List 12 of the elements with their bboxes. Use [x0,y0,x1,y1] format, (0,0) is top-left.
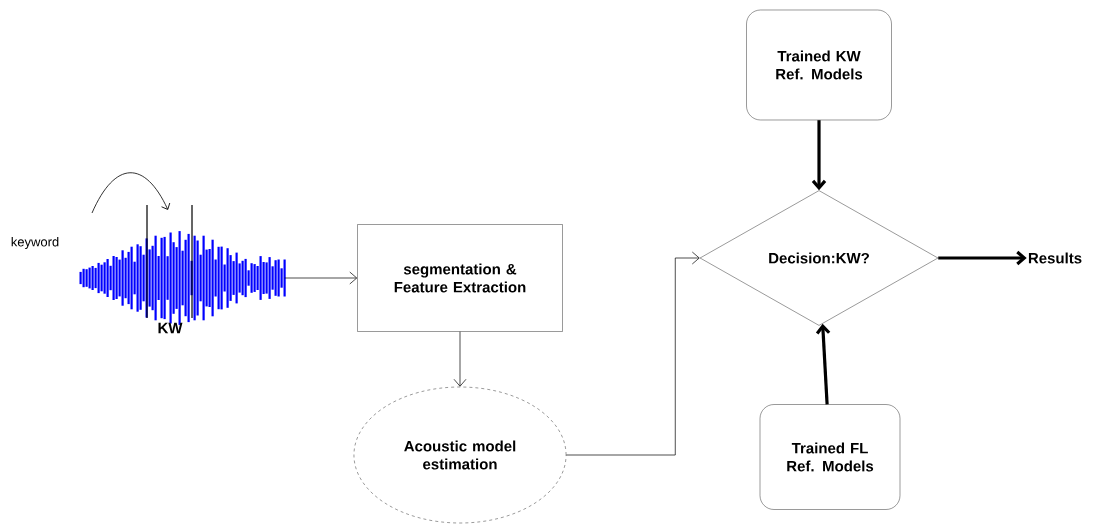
arrow [284,271,358,285]
model-box: Trained KW Ref. Models [746,9,892,121]
waveform-label: KW [158,322,183,334]
keyword-label: keyword [11,236,59,250]
arrow [815,323,831,405]
arrow [453,331,467,387]
arrow [938,250,1027,266]
result-text: Results [1028,252,1082,264]
process-box: segmentation & Feature Extraction [357,224,563,332]
model-box: Trained FL Ref. Models [759,404,901,510]
arrow [565,251,700,456]
arrow [811,120,827,191]
